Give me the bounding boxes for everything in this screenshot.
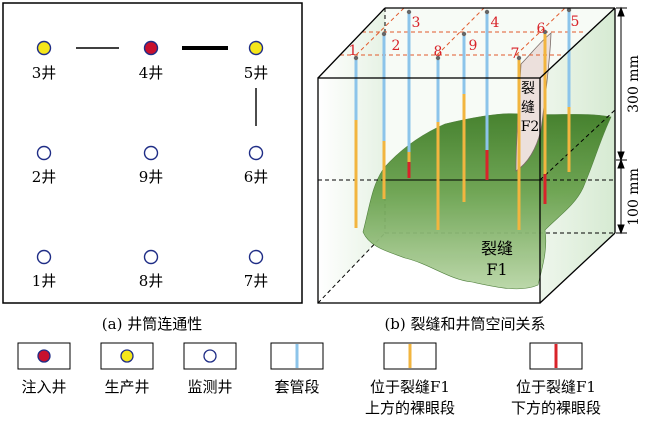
well-5-marker <box>248 40 264 56</box>
legend-casing-line <box>295 344 299 368</box>
legend-injection-marker <box>37 349 51 363</box>
fracture-f2-label-2: 缝 <box>521 100 535 116</box>
well-number-6: 6 <box>537 21 546 37</box>
legend-above-label-2: 上方的裸眼段 <box>365 399 455 417</box>
well-9-label: 9井 <box>139 168 164 186</box>
well-4 <box>484 9 490 180</box>
panel-b-caption: (b) 裂缝和井筒空间关系 <box>384 315 545 333</box>
well-8-label: 8井 <box>139 272 164 290</box>
well-1-label: 1井 <box>32 272 57 290</box>
well-number-5: 5 <box>571 14 580 30</box>
well-1 <box>353 55 359 228</box>
well-6-marker <box>248 145 264 161</box>
well-number-7: 7 <box>511 46 520 62</box>
legend: 注入井 生产井 监测井 套管段 位于裂缝F1 上方的裸眼段 位于裂缝F1 下方的… <box>17 342 601 417</box>
well-7-marker <box>248 249 264 265</box>
well-9-marker <box>143 145 159 161</box>
legend-below-label-2: 下方的裸眼段 <box>511 399 601 417</box>
well-number-2: 2 <box>392 38 401 54</box>
fracture-f2-label-3: F2 <box>521 119 540 135</box>
well-3-label: 3井 <box>32 64 57 82</box>
panel-b: 1 2 3 4 5 6 7 8 9 裂 缝 F2 裂缝 F1 <box>317 6 642 304</box>
well-2-marker <box>36 145 52 161</box>
dimension-lines <box>616 6 627 235</box>
well-5-label: 5井 <box>244 64 269 82</box>
top-grid <box>340 7 585 56</box>
well-number-8: 8 <box>434 44 443 60</box>
well-7-label: 7井 <box>244 272 269 290</box>
well-9 <box>461 31 467 202</box>
mid-plane-edge <box>539 109 616 181</box>
well-number-3: 3 <box>412 15 421 31</box>
legend-casing-label: 套管段 <box>274 378 319 396</box>
well-3 <box>406 9 412 178</box>
well-8 <box>435 55 441 230</box>
dimension-100mm: 100 mm <box>626 168 642 226</box>
legend-monitor-marker <box>203 349 217 363</box>
legend-below-line <box>554 344 558 368</box>
box-edges <box>317 7 616 304</box>
legend-production-marker <box>120 349 134 363</box>
well-6 <box>542 29 548 204</box>
well-2-label: 2井 <box>32 168 57 186</box>
fracture-f1 <box>362 113 612 290</box>
fracture-f1-label-1: 裂缝 <box>481 239 513 258</box>
legend-monitor-label: 监测井 <box>187 378 232 396</box>
well-6-label: 6井 <box>244 168 269 186</box>
legend-below-label-1: 位于裂缝F1 <box>516 378 596 396</box>
legend-injection-label: 注入井 <box>21 378 66 396</box>
well-7 <box>516 55 522 230</box>
well-8-marker <box>143 249 159 265</box>
well-number-9: 9 <box>469 38 478 54</box>
well-2 <box>381 31 387 199</box>
legend-above-label-1: 位于裂缝F1 <box>370 378 450 396</box>
well-number-1: 1 <box>349 43 358 59</box>
wells <box>353 7 572 230</box>
panel-a: 3井 4井 5井 2井 9井 6井 1井 8井 7井 <box>2 2 303 304</box>
well-4-marker <box>143 40 159 56</box>
well-5 <box>566 7 572 172</box>
fracture-f1-label-2: F1 <box>486 260 507 279</box>
dimension-300mm: 300 mm <box>626 55 642 113</box>
well-1-marker <box>36 249 52 265</box>
panel-a-caption: (a) 井筒连通性 <box>102 315 202 333</box>
well-3-marker <box>36 40 52 56</box>
fracture-f2-label-1: 裂 <box>521 81 535 97</box>
well-number-4: 4 <box>491 15 500 31</box>
well-4-label: 4井 <box>139 64 164 82</box>
legend-production-label: 生产井 <box>104 378 149 396</box>
legend-above-line <box>408 344 412 368</box>
